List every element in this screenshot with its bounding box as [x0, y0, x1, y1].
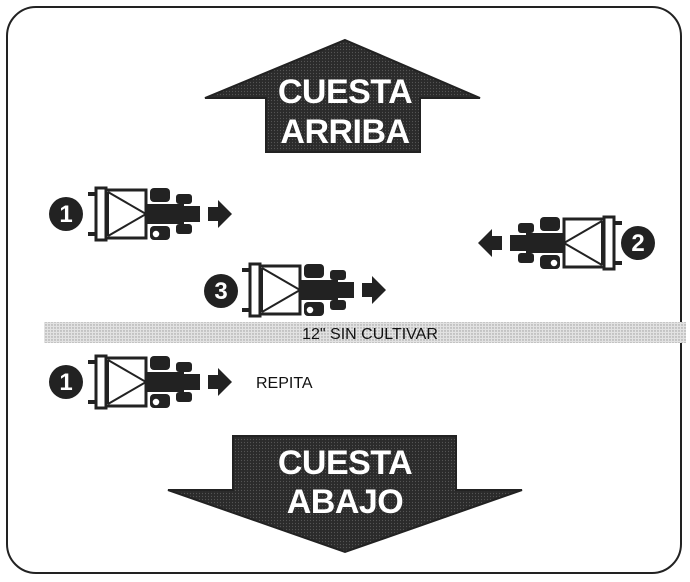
uphill-label-line1: CUESTA: [278, 73, 412, 111]
tiller-step-2-icon: [478, 217, 622, 269]
step-1-number: 1: [59, 201, 72, 228]
step-3-number: 3: [214, 278, 227, 305]
downhill-label-line1: CUESTA: [278, 444, 412, 482]
repeat-label: REPITA: [256, 375, 313, 392]
repeat-step-number: 1: [59, 369, 72, 396]
tiller-step-3-icon: [242, 264, 386, 316]
uphill-label-line2: ARRIBA: [280, 113, 409, 151]
downhill-label-line2: ABAJO: [287, 483, 404, 521]
tiller-repeat-icon: [88, 356, 232, 408]
tiller-step-1-icon: [88, 188, 232, 240]
step-2-number: 2: [631, 230, 644, 257]
untilled-strip-label: 12" SIN CULTIVAR: [302, 326, 438, 343]
